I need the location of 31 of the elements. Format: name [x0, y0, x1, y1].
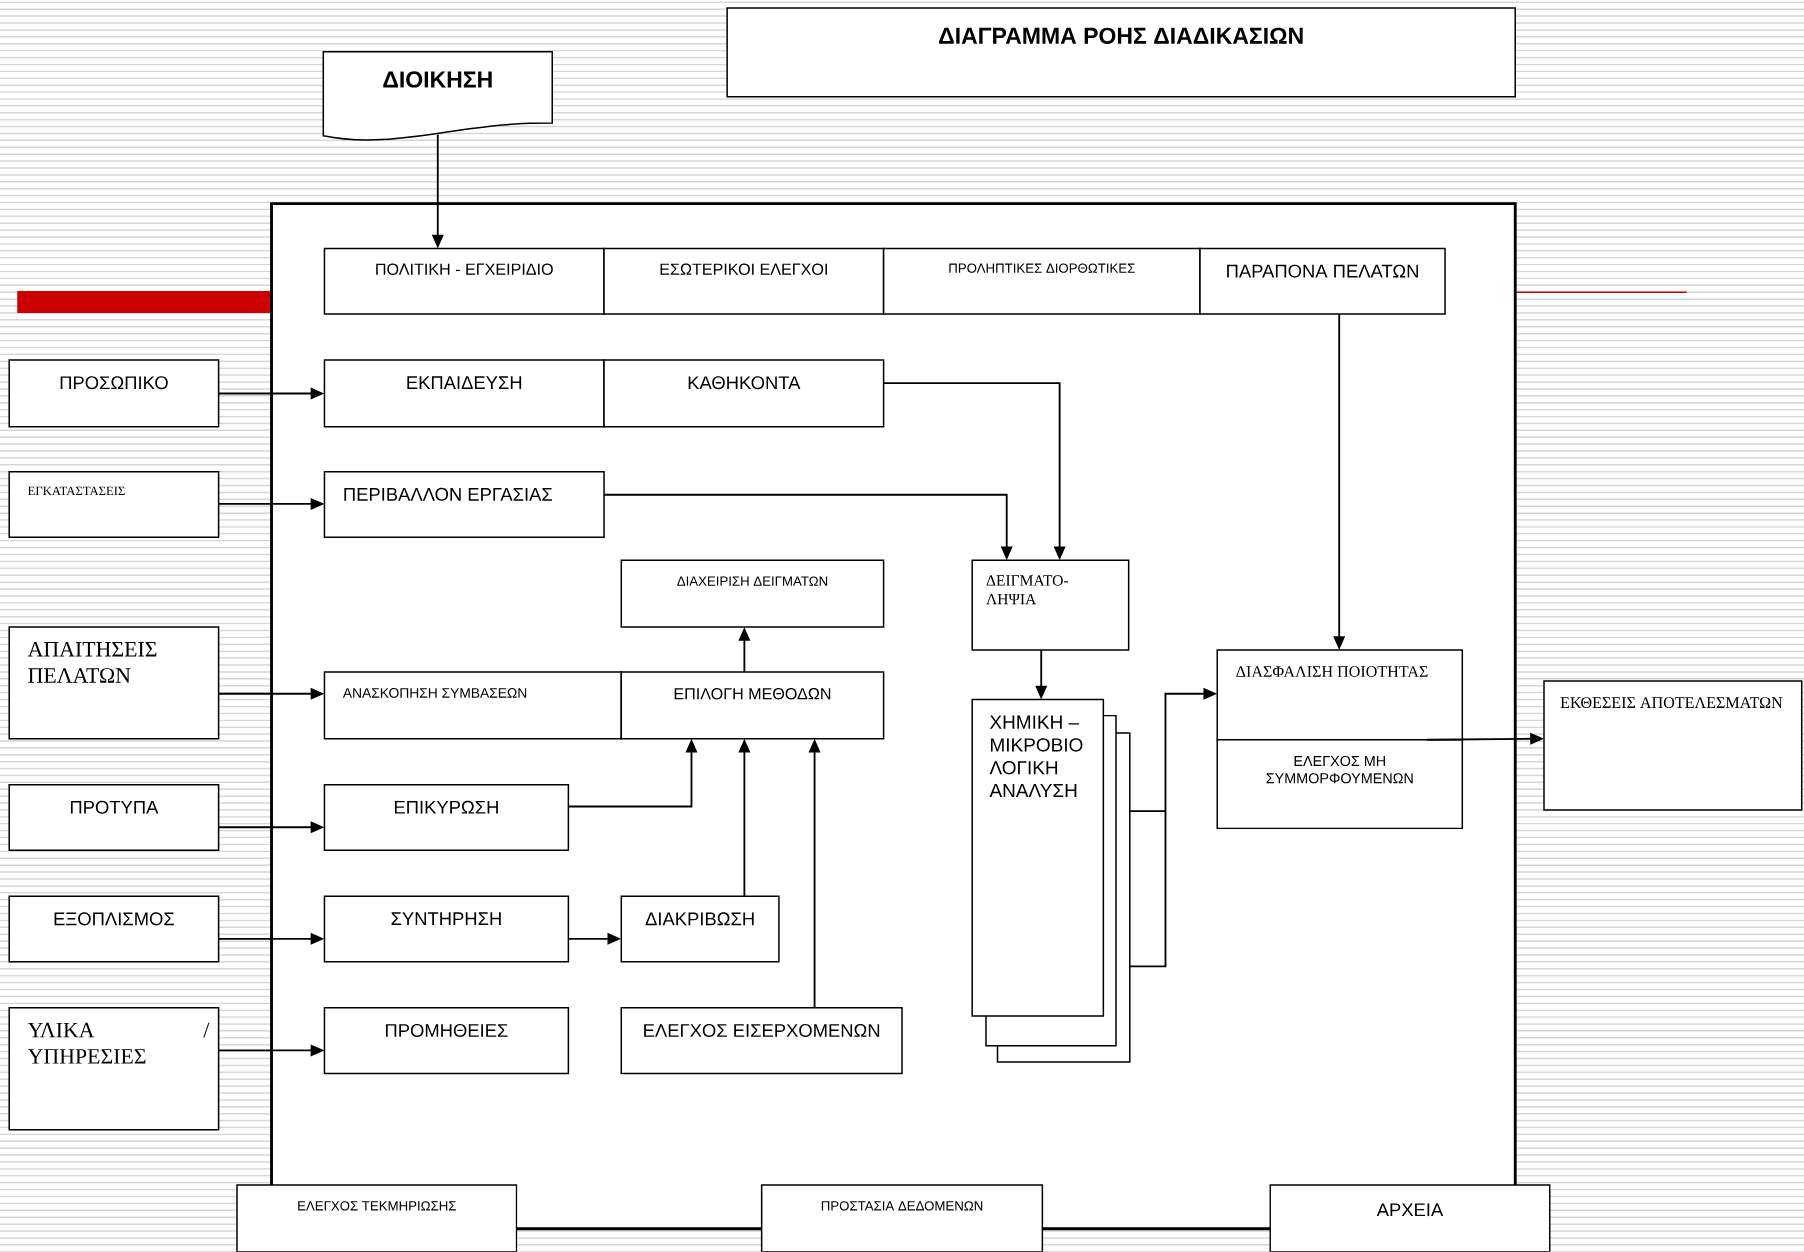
support-box: ΑΡΧΕΙΑ: [1269, 1184, 1551, 1252]
process-box: ΕΣΩΤΕΡΙΚΟΙ ΕΛΕΓΧΟΙ: [603, 247, 885, 315]
output-box: ΕΚΘΕΣΕΙΣ ΑΠΟΤΕΛΕΣΜΑΤΩΝ: [1543, 680, 1803, 811]
process-box: ΕΛΕΓΧΟΣ ΕΙΣΕΡΧΟΜΕΝΩΝ: [620, 1007, 903, 1075]
process-box: ΕΚΠΑΙΔΕΥΣΗ: [323, 359, 605, 428]
process-box: ΕΠΙΛΟΓΗ ΜΕΘΟΔΩΝ: [620, 671, 885, 740]
process-box: ΔΕΙΓΜΑΤΟ- ΛΗΨΙΑ: [971, 559, 1130, 651]
process-box: ΔΙΑΚΡΙΒΩΣΗ: [620, 895, 780, 963]
support-box: ΠΡΟΣΤΑΣΙΑ ΔΕΔΟΜΕΝΩΝ: [760, 1184, 1044, 1252]
process-box: ΚΑΘΗΚΟΝΤΑ: [603, 359, 885, 428]
process-box: ΕΠΙΚΥΡΩΣΗ: [323, 784, 570, 852]
node-label: ΧΗΜΙΚΗ –: [989, 715, 1080, 729]
process-box: ΕΛΕΓΧΟΣ ΜΗ ΣΥΜΜΟΡΦΟΥΜΕΝΩΝ: [1216, 739, 1464, 830]
stacked-document: ΧΗΜΙΚΗ – ΜΙΚΡΟΒΙΟ ΛΟΓΙΚΗ ΑΝΑΛΥΣΗ: [971, 698, 1131, 1063]
process-box: ΠΑΡΑΠΟΝΑ ΠΕΛΑΤΩΝ: [1199, 247, 1446, 315]
process-box: ΠΡΟΛΗΠΤΙΚΕΣ ΔΙΟΡΘΩΤΙΚΕΣ: [882, 247, 1201, 315]
process-box: ΔΙΑΧΕΙΡΙΣΗ ΔΕΙΓΜΑΤΩΝ: [620, 559, 885, 628]
input-box: ΠΡΟΤΥΠΑ: [8, 784, 220, 852]
process-box: ΣΥΝΤΗΡΗΣΗ: [323, 895, 570, 963]
input-box: ΥΛΙΚΑ / ΥΠΗΡΕΣΙΕΣ: [8, 1007, 220, 1131]
input-box: ΑΠΑΙΤΗΣΕΙΣ ΠΕΛΑΤΩΝ: [8, 626, 220, 740]
process-box: ΠΕΡΙΒΑΛΛΟΝ ΕΡΓΑΣΙΑΣ: [323, 471, 605, 539]
process-box: ΠΡΟΜΗΘΕΙΕΣ: [323, 1007, 570, 1075]
title-box: ΔΙΑΓΡΑΜΜΑ ΡΟΗΣ ΔΙΑΔΙΚΑΣΙΩΝ: [726, 7, 1516, 98]
support-box: ΕΛΕΓΧΟΣ ΤΕΚΜΗΡΙΩΣΗΣ: [236, 1184, 518, 1252]
process-box: ΑΝΑΣΚΟΠΗΣΗ ΣΥΜΒΑΣΕΩΝ: [323, 671, 623, 740]
input-box: ΠΡΟΣΩΠΙΚΟ: [8, 359, 220, 428]
process-box: ΠΟΛΙΤΙΚΗ - ΕΓΧΕΙΡΙΔΙΟ: [323, 247, 605, 315]
process-box: ΔΙΑΣΦΑΛΙΣΗ ΠΟΙΟΤΗΤΑΣ: [1216, 649, 1464, 741]
input-box: ΕΓΚΑΤΑΣΤΑΣΕΙΣ: [8, 471, 220, 539]
input-box: ΕΞΟΠΛΙΣΜΟΣ: [8, 895, 220, 963]
